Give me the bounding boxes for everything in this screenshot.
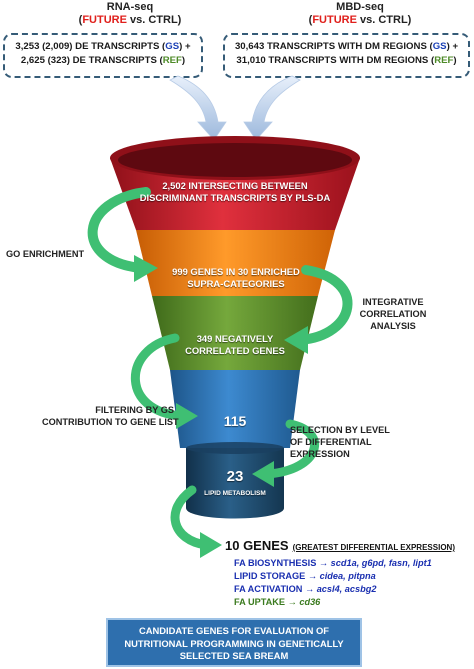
mbd-seq-title: MBD-seq (336, 1, 384, 13)
selection-label: SELECTION BY LEVEL OF DIFFERENTIAL EXPRE… (290, 425, 390, 459)
arrow-integrative (295, 265, 353, 345)
genes-title: 10 GENES(GREATEST DIFFERENTIAL EXPRESSIO… (225, 538, 455, 553)
rna-seq-title: RNA-seq (106, 1, 154, 13)
funnel-level5-label: LIPID METABOLISM (204, 490, 266, 497)
mbd-future-label: FUTURE (312, 14, 357, 26)
funnel-level1-text: 2,502 INTERSECTING BETWEEN DISCRIMINANT … (139, 180, 331, 203)
funnel-rim-inner (118, 143, 352, 177)
mbd-seq-box: 30,643 TRANSCRIPTS WITH DM REGIONS (GS) … (223, 33, 470, 78)
funnel-level5-value: 23 (226, 468, 244, 485)
mbd-seq-header: MBD-seq (FUTURE vs. CTRL) (290, 1, 430, 27)
funnel-level-navy (186, 448, 284, 519)
ref-label: REF (434, 55, 454, 66)
genes-subtitle: (GREATEST DIFFERENTIAL EXPRESSION) (292, 543, 455, 552)
arrowhead-go (134, 255, 158, 282)
integrative-correlation-label: INTEGRATIVE CORRELATION ANALYSIS (359, 297, 427, 331)
rna-seq-box: 3,253 (2,009) DE TRANSCRIPTS (GS) + 2,62… (3, 33, 203, 78)
go-enrichment-label: GO ENRICHMENT (6, 249, 85, 259)
rna-vs-label: vs. CTRL) (126, 14, 182, 26)
arrow-selection (263, 419, 319, 479)
arrowhead-integrative (284, 326, 308, 354)
genes-list: FA BIOSYNTHESIS → scd1a, g6pd, fasn, lip… (234, 557, 432, 609)
genes-count: 10 GENES (225, 538, 289, 553)
funnel-level3-text: 349 NEGATIVELY CORRELATED GENES (185, 333, 285, 356)
funnel-level2-text: 999 GENES IN 30 ENRICHED SUPRA-CATEGORIE… (172, 266, 300, 289)
list-item: FA ACTIVATION → acsl4, acsbg2 (234, 584, 377, 594)
rna-seq-header: RNA-seq (FUTURE vs. CTRL) (55, 1, 205, 27)
list-item: FA BIOSYNTHESIS → scd1a, g6pd, fasn, lip… (234, 558, 432, 568)
left-down-arrow (169, 75, 227, 141)
candidate-genes-box: CANDIDATE GENES FOR EVALUATION OF NUTRIT… (106, 618, 362, 667)
funnel-level4-value: 115 (223, 413, 247, 429)
funnel-level-green (152, 296, 318, 370)
list-item: FA UPTAKE → cd36 (234, 597, 321, 607)
arrowhead-genes (200, 532, 222, 558)
gs-label: GS (432, 41, 447, 52)
arrowhead-selection (252, 461, 274, 487)
gs-label: GS (165, 41, 180, 52)
right-down-arrow (243, 75, 301, 141)
funnel-level-blue (170, 370, 300, 448)
filtering-label: FILTERING BY GS CONTRIBUTION TO GENE LIS… (42, 405, 179, 427)
arrow-go-enrichment (87, 187, 151, 273)
arrow-to-genes (170, 485, 211, 550)
ref-label: REF (162, 55, 182, 66)
funnel-level-orange (136, 230, 335, 296)
green-arrows (87, 187, 353, 550)
list-item: LIPID STORAGE → cidea, pitpna (234, 571, 376, 581)
arrowhead-filtering (176, 403, 198, 429)
rna-future-label: FUTURE (82, 14, 127, 26)
arrow-filtering (130, 333, 187, 421)
mbd-vs-label: vs. CTRL) (356, 14, 412, 26)
